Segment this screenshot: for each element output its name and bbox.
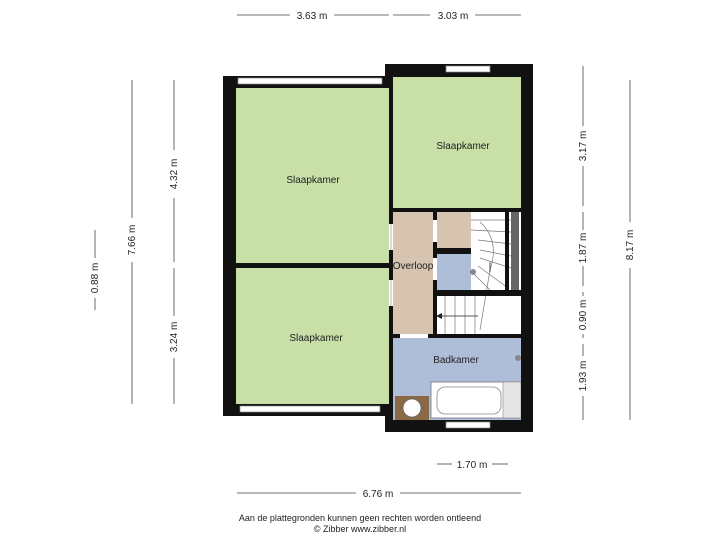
dimension-right-r4: 1.93 m — [578, 344, 589, 420]
room-label-bedroom-right-top: Slaapkamer — [436, 141, 490, 152]
room-bedroom-left-top — [236, 88, 389, 263]
room-label-bathroom: Badkamer — [433, 355, 479, 366]
dimension-label: 3.63 m — [297, 11, 328, 22]
dimension-left-total: 7.66 m — [127, 80, 138, 404]
stair-railing — [511, 212, 519, 290]
stair-arrow-icon — [436, 313, 442, 319]
dimension-label: 1.93 m — [578, 361, 589, 392]
dimension-right-total: 8.17 m — [625, 80, 636, 420]
dimension-label: 1.87 m — [578, 233, 589, 264]
windows — [237, 65, 491, 429]
room-label-bedroom-left-bottom: Slaapkamer — [289, 333, 343, 344]
dimension-bottom-bath: 1.70 m — [437, 460, 508, 471]
dimension-left-upper: 4.32 m — [169, 80, 180, 262]
dimension-label: 3.24 m — [169, 322, 180, 353]
toilet-fixture — [395, 396, 429, 420]
dimension-label: 0.88 m — [90, 263, 101, 294]
dimension-top-left: 3.63 m — [237, 11, 389, 22]
room-bedroom-right-top — [393, 77, 521, 208]
copyright-text: © Zibber www.zibber.nl — [313, 524, 407, 534]
staircase — [433, 212, 521, 334]
dimension-right-r1: 3.17 m — [578, 66, 589, 206]
disclaimer-text: Aan de plattegronden kunnen geen rechten… — [238, 513, 482, 523]
bathtub — [430, 381, 522, 419]
dimension-right-r3: 0.90 m — [578, 292, 589, 338]
dimension-left-outer: 0.88 m — [90, 230, 101, 310]
room-label-landing: Overloop — [393, 261, 434, 272]
dimension-label: 7.66 m — [127, 225, 138, 256]
dimension-label: 4.32 m — [169, 159, 180, 190]
dimension-label: 1.70 m — [457, 460, 488, 471]
sink-fixture — [470, 269, 521, 361]
room-closet — [437, 212, 471, 248]
dimension-bottom-total: 6.76 m — [237, 489, 521, 500]
dimension-label: 8.17 m — [625, 230, 636, 261]
room-bedroom-left-bottom — [236, 268, 389, 404]
dimension-label: 0.90 m — [578, 300, 589, 331]
room-toilet — [437, 254, 471, 290]
dimension-left-lower: 3.24 m — [169, 268, 180, 404]
dimension-label: 3.17 m — [578, 131, 589, 162]
room-label-bedroom-left-top: Slaapkamer — [286, 175, 340, 186]
room-landing — [393, 212, 433, 334]
dimension-right-r2: 1.87 m — [578, 212, 589, 286]
dimension-top-right: 3.03 m — [393, 11, 521, 22]
dimension-label: 6.76 m — [363, 489, 394, 500]
dimension-label: 3.03 m — [438, 11, 469, 22]
